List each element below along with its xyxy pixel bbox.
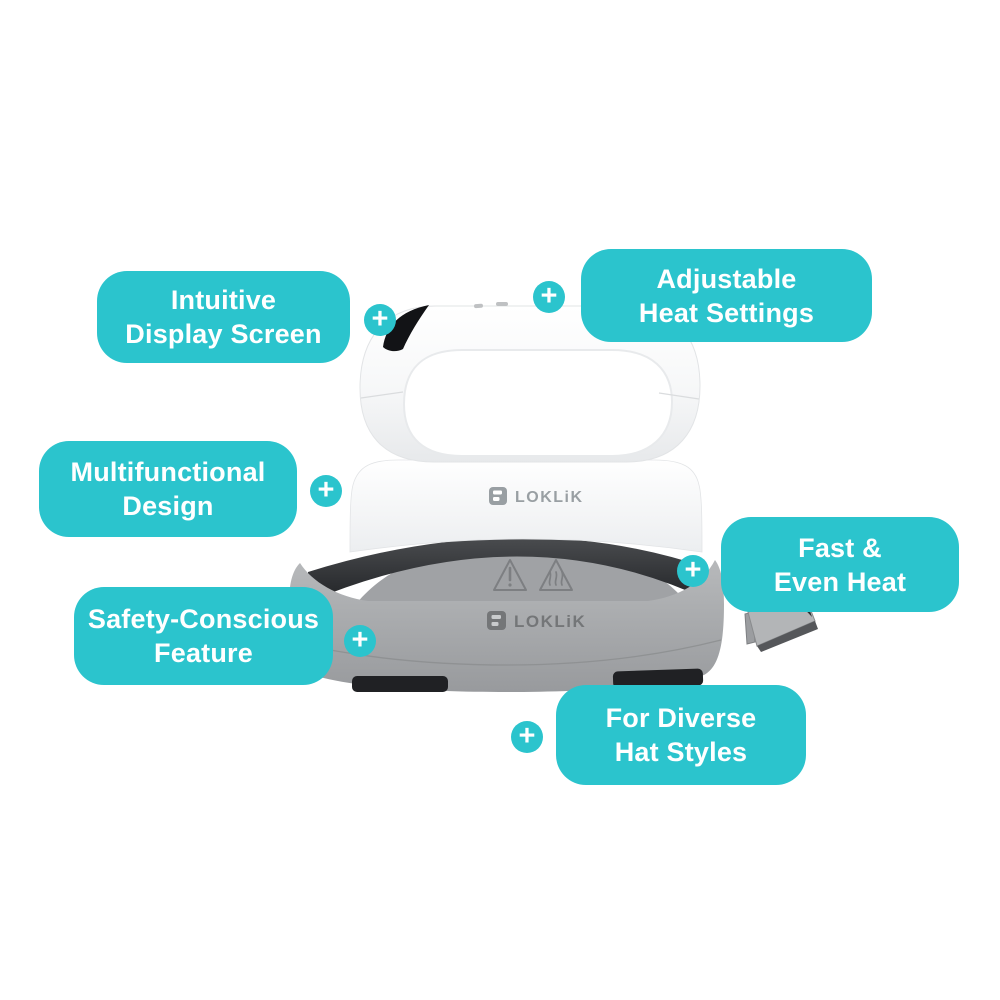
brand-logo-mark-detail [493,490,502,495]
brand-logo-mark-detail [491,615,501,619]
display-screen [383,305,429,352]
callout-line: Fast & [798,532,882,563]
plus-icon[interactable]: + [344,625,376,657]
callout-line: Feature [154,638,253,668]
caution-triangle-icon [493,559,527,591]
hot-surface-triangle-icon [539,559,573,591]
callout-line: For Diverse [605,703,757,733]
plus-icon[interactable]: + [364,304,396,336]
callout-line: Hat Styles [614,737,748,767]
callout-line: Adjustable [656,263,797,294]
callout-fast-even-heat: Fast & Even Heat [721,517,959,612]
callout-line: Even Heat [773,566,907,597]
handle-seam-right [658,392,700,400]
plus-icon[interactable]: + [533,281,565,313]
callout-line: Intuitive [170,285,277,315]
callout-for-diverse-hat-styles: For Diverse Hat Styles [556,685,806,785]
heat-plate [308,537,708,602]
callout-multifunctional-design: Multifunctional Design [39,441,297,537]
brand-logo-base: LOKLiK [487,611,586,631]
callout-adjustable-heat-settings: Adjustable Heat Settings [581,249,872,342]
handle-button[interactable] [474,303,483,309]
brand-logo-mark-detail [491,622,499,626]
brand-name-base: LOKLiK [514,612,586,631]
press-body [349,459,703,553]
callout-intuitive-display-screen: Intuitive Display Screen [97,271,350,363]
plus-icon[interactable]: + [511,721,543,753]
callout-line: Heat Settings [638,297,815,328]
callout-line: Safety-Conscious [87,604,320,634]
brand-logo-mark-icon [487,611,506,630]
callout-line: Multifunctional [70,457,266,487]
brand-logo-mark-icon [489,487,507,505]
brand-logo-body: LOKLiK [489,487,584,506]
callout-line: Design [122,491,214,521]
callout-safety-conscious-feature: Safety-Conscious Feature [74,587,333,685]
brand-logo-mark-detail [493,497,500,501]
callout-line: Display Screen [125,319,322,349]
foot-right [612,668,704,689]
plus-icon[interactable]: + [677,555,709,587]
foot-left [352,676,448,692]
handle-seam-left [360,391,404,399]
handle-button[interactable] [496,302,508,306]
handle-hole-edge [402,349,674,457]
brand-name-body: LOKLiK [515,489,584,506]
plus-icon[interactable]: + [310,475,342,507]
